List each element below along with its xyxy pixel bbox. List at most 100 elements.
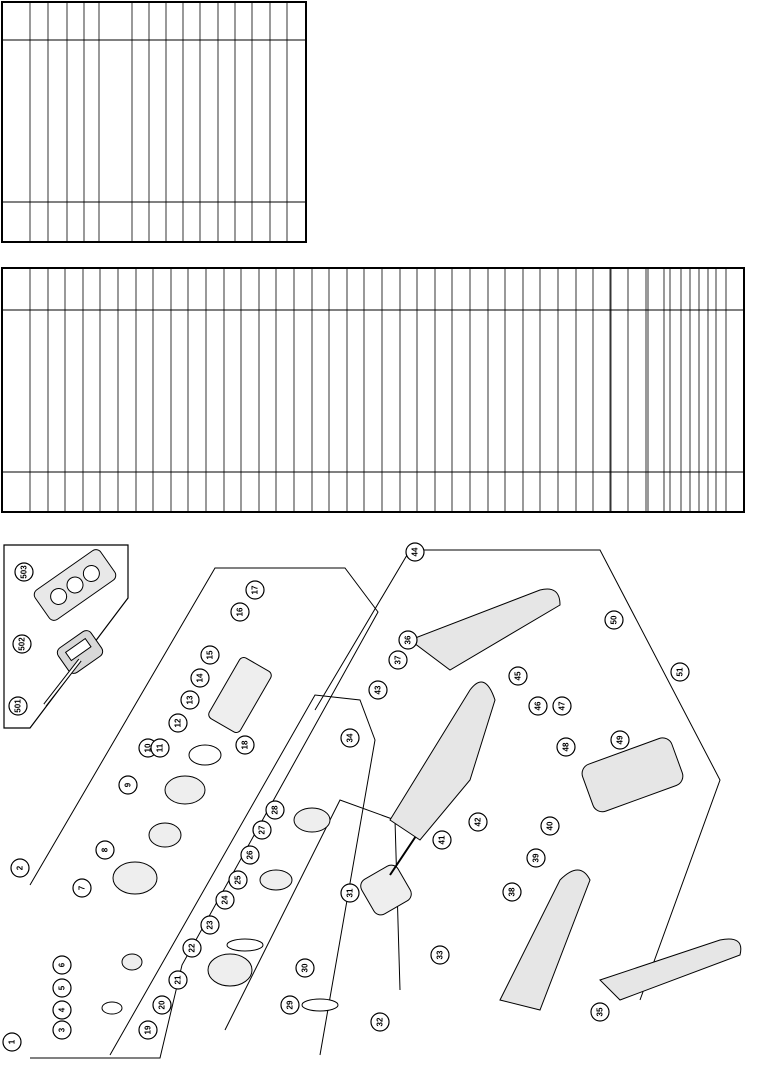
callout-label: 38	[508, 887, 517, 896]
callout-label: 17	[251, 585, 260, 594]
callout-circle	[52, 1020, 72, 1040]
callout-label: 9	[124, 782, 133, 787]
callout-4: 4	[52, 1000, 72, 1020]
callout-circle	[8, 696, 28, 716]
callout-33: 33	[430, 945, 450, 965]
callout-21: 21	[168, 970, 188, 990]
callout-5: 5	[52, 978, 72, 998]
callout-circle	[190, 668, 210, 688]
callout-circle	[2, 1032, 22, 1052]
callout-7: 7	[72, 878, 92, 898]
table-top-border	[1, 1, 307, 243]
callout-47: 47	[552, 696, 572, 716]
callout-30: 30	[295, 958, 315, 978]
callout-label: 12	[174, 718, 183, 727]
callout-12: 12	[168, 713, 188, 733]
callout-circle	[370, 1012, 390, 1032]
assembly-outlines	[29, 549, 721, 1059]
callout-label: 30	[301, 963, 310, 972]
callout-label: 7	[78, 885, 87, 890]
callout-503: 503	[14, 562, 34, 582]
callout-circle	[398, 630, 418, 650]
callout-label: 3	[58, 1027, 67, 1032]
callout-label: 44	[411, 547, 420, 556]
callout-label: 502	[18, 637, 27, 651]
callout-circle	[540, 816, 560, 836]
callout-circle	[118, 775, 138, 795]
callout-circle	[388, 650, 408, 670]
callout-label: 48	[562, 742, 571, 751]
callout-6: 6	[52, 955, 72, 975]
callout-label: 42	[474, 817, 483, 826]
accessories-inset	[3, 544, 129, 729]
callout-49: 49	[610, 730, 630, 750]
callout-circle	[556, 737, 576, 757]
callout-label: 16	[236, 607, 245, 616]
motor-drawing	[360, 829, 421, 916]
callout-circle	[228, 870, 248, 890]
callout-label: 33	[436, 950, 445, 959]
callout-circle	[526, 848, 546, 868]
callout-circle	[280, 995, 300, 1015]
callout-39: 39	[526, 848, 546, 868]
callout-14: 14	[190, 668, 210, 688]
callout-label: 5	[58, 985, 67, 990]
callout-label: 39	[532, 853, 541, 862]
callout-502: 502	[12, 634, 32, 654]
callout-label: 14	[196, 673, 205, 682]
callout-circle	[168, 970, 188, 990]
callout-35: 35	[590, 1002, 610, 1022]
callout-circle	[245, 580, 265, 600]
callout-label: 31	[346, 888, 355, 897]
callout-41: 41	[432, 830, 452, 850]
callout-label: 27	[258, 825, 267, 834]
gear-train-drawing	[101, 657, 339, 1015]
callout-48: 48	[556, 737, 576, 757]
callout-label: 50	[610, 615, 619, 624]
callout-circle	[604, 610, 624, 630]
callout-label: 19	[144, 1025, 153, 1034]
parts-table-main	[1, 267, 745, 513]
callout-circle	[200, 915, 220, 935]
callout-circle	[52, 1000, 72, 1020]
callout-circle	[468, 812, 488, 832]
callout-label: 18	[241, 740, 250, 749]
callout-28: 28	[265, 800, 285, 820]
callout-circle	[528, 696, 548, 716]
callout-circle	[508, 666, 528, 686]
callout-label: 2	[16, 865, 25, 870]
callout-label: 47	[558, 701, 567, 710]
callout-38: 38	[502, 882, 522, 902]
callout-circle	[182, 938, 202, 958]
callout-31: 31	[340, 883, 360, 903]
callout-20: 20	[152, 995, 172, 1015]
callout-circle	[430, 945, 450, 965]
callout-label: 24	[221, 895, 230, 904]
callout-circle	[10, 858, 30, 878]
callout-label: 51	[676, 667, 685, 676]
callout-circle	[235, 735, 255, 755]
callout-circle	[295, 958, 315, 978]
callout-19: 19	[138, 1020, 158, 1040]
callout-circle	[180, 690, 200, 710]
callout-circle	[252, 820, 272, 840]
callout-label: 49	[616, 735, 625, 744]
callout-circle	[72, 878, 92, 898]
callout-label: 20	[158, 1000, 167, 1009]
callout-circle	[230, 602, 250, 622]
callout-circle	[52, 955, 72, 975]
battery-case-drawing	[33, 549, 117, 621]
callout-circle	[12, 634, 32, 654]
callout-2: 2	[10, 858, 30, 878]
callout-34: 34	[340, 728, 360, 748]
callout-27: 27	[252, 820, 272, 840]
callout-43: 43	[368, 680, 388, 700]
callout-label: 15	[206, 650, 215, 659]
callout-15: 15	[200, 645, 220, 665]
callout-circle	[405, 542, 425, 562]
callout-label: 43	[374, 685, 383, 694]
table-main-border	[1, 267, 745, 513]
callout-label: 40	[546, 821, 555, 830]
callout-label: 25	[234, 875, 243, 884]
callout-1: 1	[2, 1032, 22, 1052]
